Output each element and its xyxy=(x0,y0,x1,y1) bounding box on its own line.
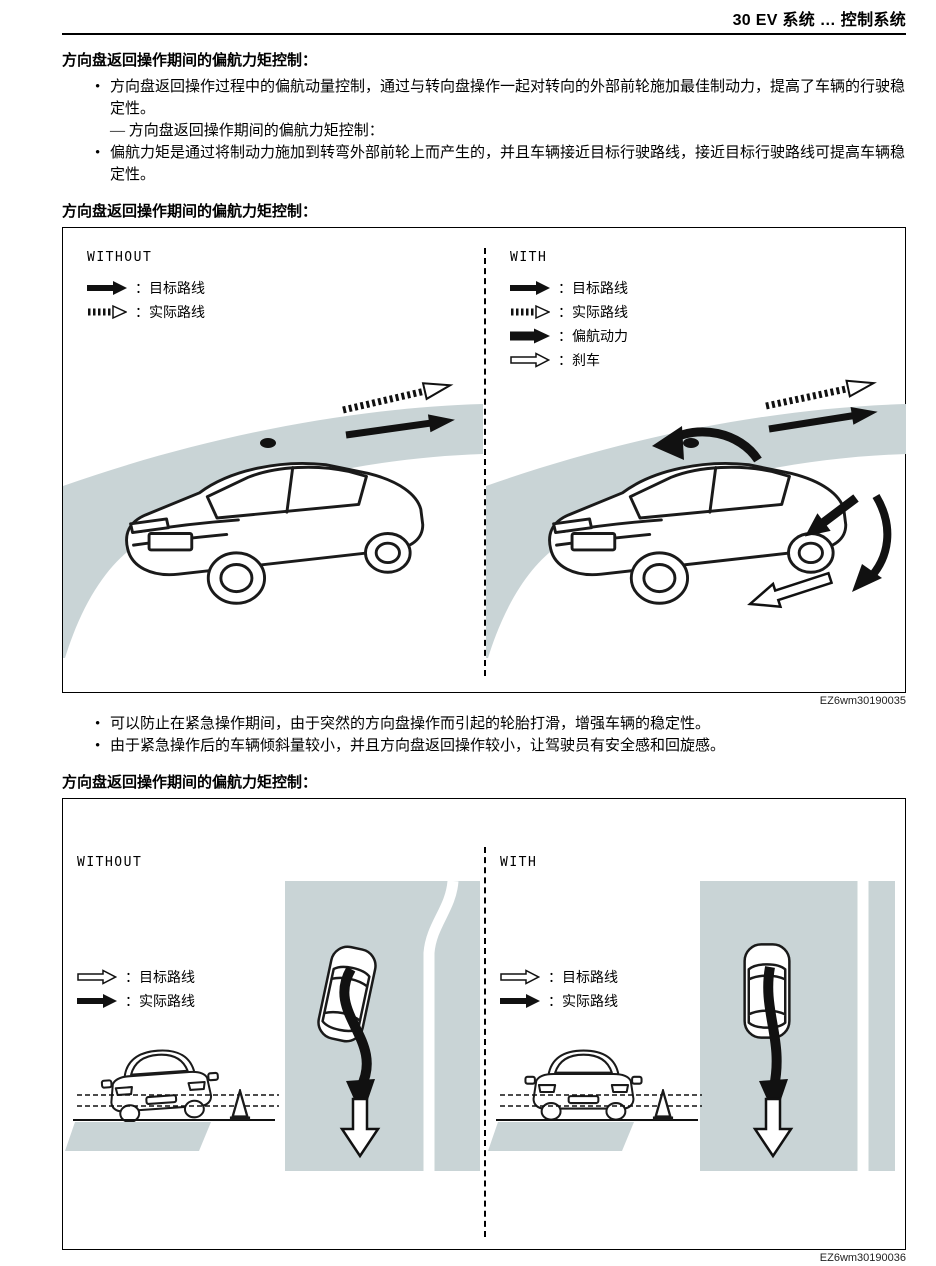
fig2-panel-without: WITHOUT ：目标路线 ：实际路线 xyxy=(63,799,483,1249)
legend-item-actual-route: ：实际路线 xyxy=(87,300,205,324)
figure1-heading: 方向盘返回操作期间的偏航力矩控制： xyxy=(62,203,318,220)
fig1-legend-with: ：目标路线 ：实际路线 ：偏航动力 ：刹车 xyxy=(510,276,628,372)
yaw-force-arrow xyxy=(804,494,859,537)
solid-arrow-icon xyxy=(510,281,550,295)
solid-arrow-icon xyxy=(77,994,117,1008)
brake-arrow xyxy=(747,571,834,609)
dash-item: — 方向盘返回操作期间的偏航力矩控制： xyxy=(95,120,906,142)
car-front-art xyxy=(98,1045,222,1125)
illustration-with-path xyxy=(488,881,895,1171)
solid-arrow-icon xyxy=(87,281,127,295)
legend-label: ：实际路线 xyxy=(125,995,195,1010)
target-route-arrow xyxy=(752,1097,794,1159)
legend-item-brake: ：刹车 xyxy=(510,348,628,372)
bullet-text: 方向盘返回操作过程中的偏航动量控制，通过与转向盘操作一起对转向的外部前轮施加最佳… xyxy=(110,79,906,117)
bullet-text: 偏航力矩是通过将制动力施加到转弯外部前轮上而产生的，并且车辆接近目标行驶路线，接… xyxy=(110,145,906,183)
dashed-arrow-icon xyxy=(511,304,550,320)
illustration-without-rear xyxy=(63,382,483,658)
intro-bullet-list: • 方向盘返回操作过程中的偏航动量控制，通过与转向盘操作一起对转向的外部前轮施加… xyxy=(95,76,906,186)
fig1-panel-without: WITHOUT ：目标路线 ：实际路线 xyxy=(63,228,483,692)
target-route-arrow xyxy=(345,414,455,439)
wheel-rotation-arrow xyxy=(852,493,892,592)
bullet-marker: • xyxy=(95,145,101,161)
legend-item-target-route: ：目标路线 xyxy=(77,965,195,989)
legend-item-actual-route: ：实际路线 xyxy=(500,989,618,1013)
page-header-title: 30 EV 系统 … 控制系统 xyxy=(732,12,906,29)
legend-label: ：目标路线 xyxy=(125,971,195,986)
bullet-text: 可以防止在紧急操作期间，由于突然的方向盘操作而引起的轮胎打滑，增强车辆的稳定性。 xyxy=(110,716,711,732)
panel-label-without: WITHOUT xyxy=(87,250,153,265)
outline-arrow-icon xyxy=(500,969,540,985)
panel-divider xyxy=(484,847,486,1237)
actual-route-arrow xyxy=(342,382,454,414)
legend-label: ：刹车 xyxy=(558,354,600,369)
legend-label: ：目标路线 xyxy=(558,282,628,297)
fig2-legend-without: ：目标路线 ：实际路线 xyxy=(77,965,195,1013)
fig1-legend-without: ：目标路线 ：实际路线 xyxy=(87,276,205,324)
car-front-art xyxy=(524,1049,643,1121)
panel-label-with: WITH xyxy=(510,250,548,265)
figure1-caption: EZ6wm30190035 xyxy=(819,695,906,707)
illustration-without-path xyxy=(65,880,480,1171)
bullet-text: 由于紧急操作后的车辆倾斜量较小，并且方向盘返回操作较小，让驾驶员有安全感和回旋感… xyxy=(110,738,726,754)
target-route-arrow xyxy=(339,1097,381,1159)
antenna-dot xyxy=(683,438,699,448)
fig2-panel-with: WITH ：目标路线 ：实际路线 xyxy=(486,799,906,1249)
lane-line xyxy=(423,880,459,1171)
antenna-dot xyxy=(260,438,276,448)
legend-item-actual-route: ：实际路线 xyxy=(510,300,628,324)
figure-yaw-moment-path-view: WITHOUT ：目标路线 ：实际路线 xyxy=(62,798,906,1250)
figure2-caption: EZ6wm30190036 xyxy=(819,1252,906,1264)
actual-route-arrow xyxy=(765,379,877,410)
legend-item-target-route: ：目标路线 xyxy=(87,276,205,300)
legend-label: ：实际路线 xyxy=(548,995,618,1010)
legend-label: ：目标路线 xyxy=(548,971,618,986)
fig1-panel-with: WITH ：目标路线 ：实际路线 ：偏航动力 xyxy=(486,228,906,692)
dash-item-text: — 方向盘返回操作期间的偏航力矩控制： xyxy=(110,123,384,139)
panel-label-without: WITHOUT xyxy=(77,855,143,870)
bullet-item: • 可以防止在紧急操作期间，由于突然的方向盘操作而引起的轮胎打滑，增强车辆的稳定… xyxy=(95,713,906,735)
legend-item-yaw-force: ：偏航动力 xyxy=(510,324,628,348)
yaw-rotation-arrow xyxy=(652,426,762,463)
legend-item-target-route: ：目标路线 xyxy=(510,276,628,300)
solid-arrow-icon xyxy=(500,994,540,1008)
figure-yaw-moment-rear-view: WITHOUT ：目标路线 ：实际路线 xyxy=(62,227,906,693)
outline-arrow-icon xyxy=(77,969,117,985)
bullet-marker: • xyxy=(95,738,101,754)
fig2-legend-with: ：目标路线 ：实际路线 xyxy=(500,965,618,1013)
header-rule xyxy=(62,33,906,35)
target-route-arrow xyxy=(768,406,878,433)
legend-label: ：目标路线 xyxy=(135,282,205,297)
legend-label: ：实际路线 xyxy=(135,306,205,321)
illustration-with-rear xyxy=(486,379,906,658)
bullet-item: • 方向盘返回操作过程中的偏航动量控制，通过与转向盘操作一起对转向的外部前轮施加… xyxy=(95,76,906,120)
bullet-marker: • xyxy=(95,79,101,95)
bullet-item: • 由于紧急操作后的车辆倾斜量较小，并且方向盘返回操作较小，让驾驶员有安全感和回… xyxy=(95,735,906,757)
notes-bullet-list: • 可以防止在紧急操作期间，由于突然的方向盘操作而引起的轮胎打滑，增强车辆的稳定… xyxy=(95,713,906,757)
bullet-marker: • xyxy=(95,716,101,732)
dashed-arrow-icon xyxy=(88,304,127,320)
panel-label-with: WITH xyxy=(500,855,538,870)
legend-label: ：实际路线 xyxy=(558,306,628,321)
legend-item-actual-route: ：实际路线 xyxy=(77,989,195,1013)
thick-solid-arrow-icon xyxy=(510,328,550,344)
legend-item-target-route: ：目标路线 xyxy=(500,965,618,989)
legend-label: ：偏航动力 xyxy=(558,330,628,345)
outline-arrow-icon xyxy=(510,352,550,368)
bullet-item: • 偏航力矩是通过将制动力施加到转弯外部前轮上而产生的，并且车辆接近目标行驶路线… xyxy=(95,142,906,186)
panel-divider xyxy=(484,248,486,676)
section-heading-intro: 方向盘返回操作期间的偏航力矩控制： xyxy=(62,52,318,69)
figure2-heading: 方向盘返回操作期间的偏航力矩控制： xyxy=(62,774,318,791)
